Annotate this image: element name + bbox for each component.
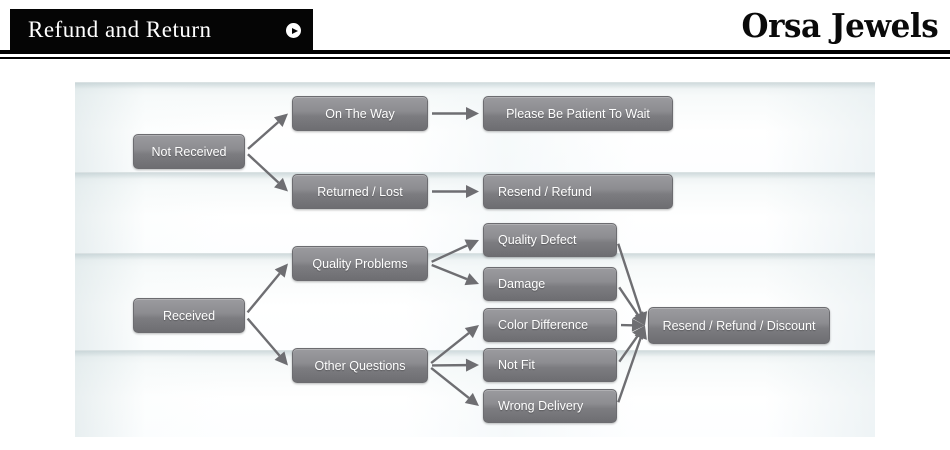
flow-node-label: On The Way <box>325 106 395 121</box>
flow-node-label: Resend / Refund <box>498 184 592 199</box>
page-title: Refund and Return <box>28 17 212 42</box>
flow-node-quality-problems: Quality Problems <box>292 246 428 281</box>
flow-node-not-received: Not Received <box>133 134 245 169</box>
flow-node-label: Quality Defect <box>498 233 577 247</box>
flow-node-resend-refund: Resend / Refund <box>483 174 673 209</box>
flow-node-returned-lost: Returned / Lost <box>292 174 428 209</box>
flow-node-label: Quality Problems <box>312 256 408 271</box>
flow-node-label: Not Received <box>151 144 227 159</box>
flow-node-label: Color Difference <box>498 318 589 332</box>
paper-band <box>75 172 875 253</box>
flow-node-label: Not Fit <box>498 358 535 372</box>
page-title-bar: Refund and Return <box>10 9 313 51</box>
flow-node-label: Damage <box>498 277 546 291</box>
page-header: Refund and Return Orsa Jewels <box>0 0 950 59</box>
flow-node-damage: Damage <box>483 267 617 301</box>
flow-node-color-difference: Color Difference <box>483 308 617 342</box>
flow-node-received: Received <box>133 298 245 333</box>
flow-node-label: Received <box>162 308 216 323</box>
flow-node-label: Returned / Lost <box>317 184 403 199</box>
play-circle-icon <box>286 23 301 38</box>
flow-node-wrong-delivery: Wrong Delivery <box>483 389 617 423</box>
flow-node-other-questions: Other Questions <box>292 348 428 383</box>
header-rule-thin <box>0 57 950 59</box>
flow-node-label: Other Questions <box>314 358 406 373</box>
flow-node-label: Please Be Patient To Wait <box>506 106 650 121</box>
flow-node-label: Wrong Delivery <box>498 399 584 413</box>
flow-node-please-be-patient: Please Be Patient To Wait <box>483 96 673 131</box>
paper-band <box>75 350 875 437</box>
flow-node-resend-refund-discount: Resend / Refund / Discount <box>648 307 830 344</box>
flow-node-label: Resend / Refund / Discount <box>662 318 816 333</box>
flow-node-on-the-way: On The Way <box>292 96 428 131</box>
flow-node-quality-defect: Quality Defect <box>483 223 617 257</box>
brand-logo: Orsa Jewels <box>741 6 938 45</box>
header-rule-thick <box>0 50 950 54</box>
flow-node-not-fit: Not Fit <box>483 348 617 382</box>
